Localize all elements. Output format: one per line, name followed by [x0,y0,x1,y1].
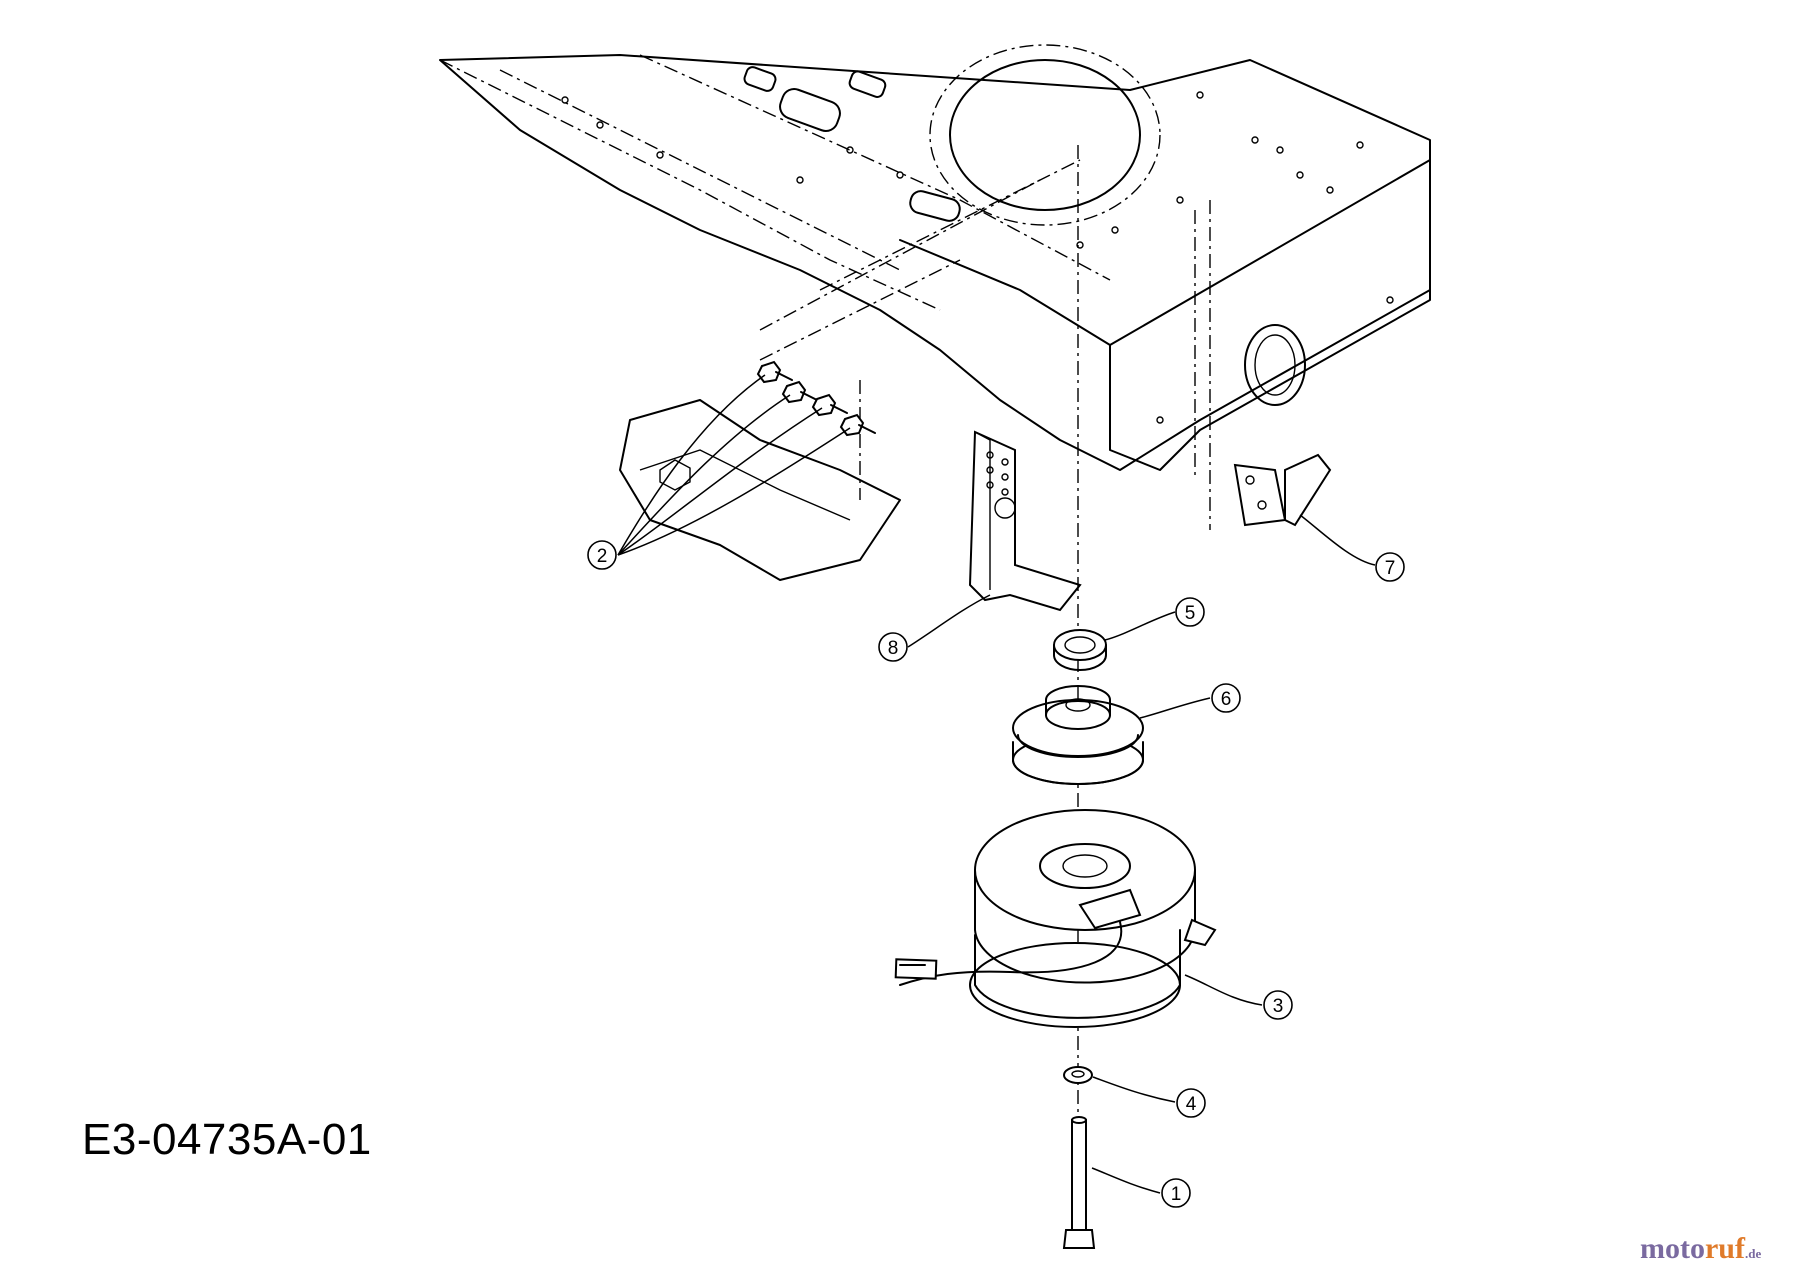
callout-8-label: 8 [888,638,899,659]
watermark-part1: moto [1640,1232,1705,1265]
washer [1063,1066,1093,1084]
callout-1-label: 1 [1171,1184,1182,1205]
callout-1: 1 [1161,1178,1191,1208]
watermark-logo: motoruf.de [1640,1232,1761,1266]
leader-lines [617,374,1376,1194]
flange-bolts [756,360,876,437]
mounting-bracket [968,430,1082,612]
centre-bolt [1062,1116,1096,1249]
callout-7-label: 7 [1385,558,1396,579]
electric-clutch [894,809,1217,1028]
chassis-frame [439,44,1431,581]
callout-7: 7 [1375,552,1405,582]
callout-5: 5 [1175,597,1205,627]
watermark-part3: .de [1744,1246,1762,1261]
side-bracket [1233,453,1332,527]
spacer-ring [1053,629,1107,671]
callout-6: 6 [1211,683,1241,713]
callout-8: 8 [878,632,908,662]
callout-2: 2 [587,540,617,570]
callout-3: 3 [1263,990,1293,1020]
pulley [1012,685,1144,785]
callout-3-label: 3 [1273,996,1284,1017]
callout-4: 4 [1176,1088,1206,1118]
callout-5-label: 5 [1185,603,1196,624]
drawing-code: E3-04735A-01 [82,1115,372,1164]
callout-6-label: 6 [1221,689,1232,710]
callout-2-label: 2 [597,546,608,567]
watermark-part2: ruf [1704,1232,1745,1265]
callout-4-label: 4 [1186,1094,1197,1115]
